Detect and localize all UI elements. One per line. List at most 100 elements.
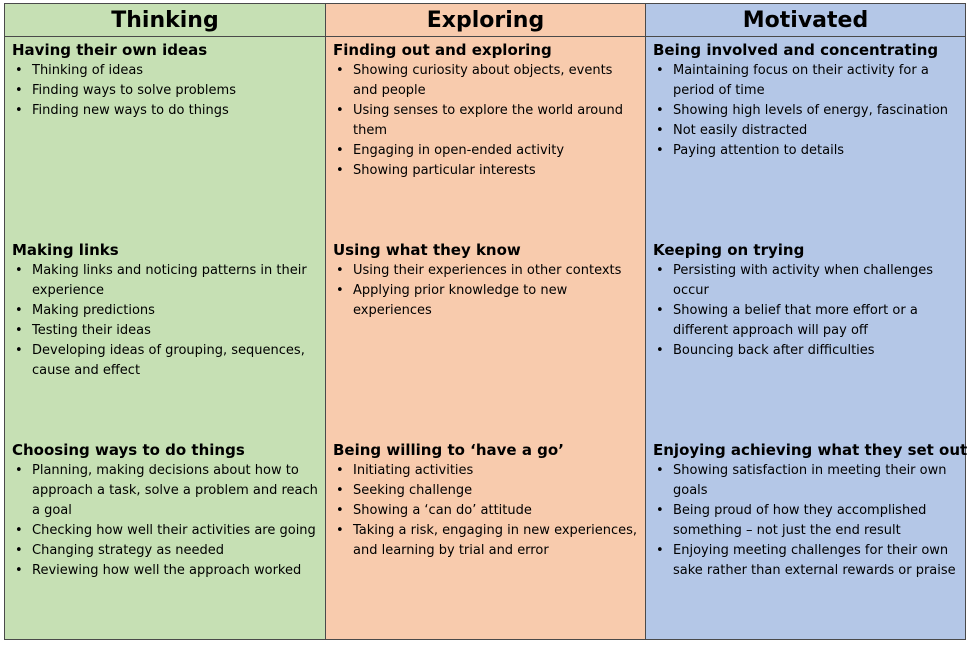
list-item-text: Making predictions [32, 303, 155, 318]
list-item: • Testing their ideas [12, 321, 321, 341]
column-heading: Thinking [5, 4, 325, 37]
bullet-icon: • [656, 123, 664, 138]
list-item-text: Seeking challenge [353, 483, 473, 498]
column-motivated: Motivated Being involved and concentrati… [645, 4, 970, 639]
bullet-icon: • [336, 103, 344, 118]
list-item-text: Thinking of ideas [32, 63, 144, 78]
section-title: Being involved and concentrating [653, 41, 939, 59]
list-item: • Enjoying meeting challenges for their o… [653, 541, 961, 581]
bullet-icon: • [15, 103, 23, 118]
list-item: • Being proud of how they accomplished so… [653, 501, 961, 541]
list-item: •Making predictions [12, 301, 321, 321]
section-title: Making links [12, 241, 119, 259]
bullet-list: •Planning, making decisions about how to… [12, 461, 321, 581]
section: Keeping on trying •Persisting with activ… [646, 240, 965, 361]
list-item: •Showing particular interests [333, 161, 641, 181]
bullet-icon: • [15, 543, 23, 558]
bullet-icon: • [15, 323, 23, 338]
list-item-text: Bouncing back after difficulties [673, 343, 875, 358]
bullet-list: •Using their experiences in other contex… [333, 261, 641, 321]
section: Choosing ways to do things •Planning, ma… [5, 440, 325, 581]
list-item-text: Changing strategy as needed [32, 543, 224, 558]
list-item-text: Applying prior knowledge to new experien… [353, 283, 568, 318]
list-item: •Using their experiences in other contex… [333, 261, 641, 281]
bullet-icon: • [336, 163, 344, 178]
column-heading: Motivated [646, 4, 965, 37]
list-item: • Reviewing how well the approach worked [12, 561, 321, 581]
list-item-text: Using senses to explore the world around… [353, 103, 623, 138]
bullet-icon: • [15, 343, 23, 358]
bullet-list: • Initiating activities • Seeking challenge… [333, 461, 641, 561]
list-item-text: Not easily distracted [673, 123, 808, 138]
list-item: •Planning, making decisions about how to… [12, 461, 321, 521]
section-title: Having their own ideas [12, 41, 208, 59]
bullet-list: •Persisting with activity when challenge… [653, 261, 961, 361]
list-item-text: Being proud of how they accomplished som… [673, 503, 927, 538]
bullet-icon: • [15, 563, 23, 578]
bullet-icon: • [656, 263, 664, 278]
bullet-icon: • [336, 503, 344, 518]
list-item: • Applying prior knowledge to new experie… [333, 281, 641, 321]
bullet-icon: • [656, 343, 664, 358]
bullet-icon: • [15, 63, 23, 78]
bullet-icon: • [336, 523, 344, 538]
section: Using what they know •Using their experi… [326, 240, 645, 321]
bullet-icon: • [336, 143, 344, 158]
bullet-icon: • [656, 543, 664, 558]
list-item: • Not easily distracted [653, 121, 961, 141]
bullet-icon: • [15, 263, 23, 278]
list-item: • Bouncing back after difficulties [653, 341, 961, 361]
list-item-text: Showing high levels of energy, fascinati… [673, 103, 949, 118]
bullet-icon: • [336, 283, 344, 298]
section-title: Enjoying achieving what they set out to … [653, 441, 970, 459]
list-item: • Using senses to explore the world aroun… [333, 101, 641, 141]
list-item-text: Making links and noticing patterns in th… [32, 263, 307, 298]
list-item: •Showing a belief that more effort or a … [653, 301, 961, 341]
list-item-text: Initiating activities [353, 463, 474, 478]
list-item: •Finding ways to solve problems [12, 81, 321, 101]
list-item: • Taking a risk, engaging in new experien… [333, 521, 641, 561]
section-title: Being willing to ‘have a go’ [333, 441, 564, 459]
list-item: • Paying attention to details [653, 141, 961, 161]
section-title: Choosing ways to do things [12, 441, 245, 459]
bullet-list: • Making links and noticing patterns in t… [12, 261, 321, 381]
list-item-text: Testing their ideas [32, 323, 151, 338]
column-thinking: Thinking Having their own ideas • Thinkin… [5, 4, 325, 639]
bullet-icon: • [336, 463, 344, 478]
bullet-icon: • [656, 503, 664, 518]
list-item: • Showing high levels of energy, fascinat… [653, 101, 961, 121]
list-item: • Making links and noticing patterns in t… [12, 261, 321, 301]
list-item-text: Showing satisfaction in meeting their ow… [673, 463, 947, 498]
section-title: Keeping on trying [653, 241, 805, 259]
list-item-text: Reviewing how well the approach worked [32, 563, 302, 578]
list-item-text: Checking how well their activities are g… [32, 523, 316, 538]
bullet-icon: • [656, 303, 664, 318]
list-item: • Checking how well their activities are … [12, 521, 321, 541]
bullet-list: • Showing curiosity about objects, events… [333, 61, 641, 181]
list-item: • Initiating activities [333, 461, 641, 481]
section: Being willing to ‘have a go’ • Initiating… [326, 440, 645, 561]
bullet-icon: • [656, 63, 664, 78]
bullet-list: •Maintaining focus on their activity for… [653, 61, 961, 161]
list-item-text: Taking a risk, engaging in new experienc… [353, 523, 638, 558]
list-item: •Maintaining focus on their activity for… [653, 61, 961, 101]
list-item-text: Showing curiosity about objects, events … [353, 63, 613, 98]
list-item: •Finding new ways to do things [12, 101, 321, 121]
list-item: •Showing a ‘can do’ attitude [333, 501, 641, 521]
list-item: • Showing curiosity about objects, events… [333, 61, 641, 101]
section-title: Using what they know [333, 241, 521, 259]
bullet-icon: • [336, 63, 344, 78]
list-item-text: Paying attention to details [673, 143, 845, 158]
section: Enjoying achieving what they set out to … [646, 440, 970, 581]
bullet-icon: • [15, 83, 23, 98]
list-item: • Thinking of ideas [12, 61, 321, 81]
list-item-text: Engaging in open-ended activity [353, 143, 565, 158]
list-item-text: Enjoying meeting challenges for their ow… [673, 543, 956, 578]
bullet-icon: • [15, 523, 23, 538]
list-item: •Persisting with activity when challenge… [653, 261, 961, 301]
section-title: Finding out and exploring [333, 41, 552, 59]
bullet-icon: • [656, 143, 664, 158]
bullet-icon: • [336, 263, 344, 278]
bullet-icon: • [656, 103, 664, 118]
bullet-list: • Thinking of ideas •Finding ways to solve… [12, 61, 321, 121]
